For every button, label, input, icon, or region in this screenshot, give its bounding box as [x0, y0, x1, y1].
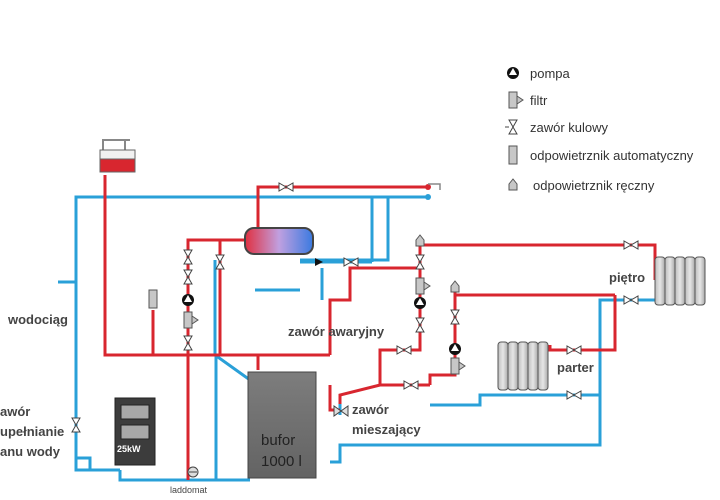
- legend-pump: pompa: [530, 66, 571, 81]
- ball-valve-icon: [566, 390, 582, 400]
- ball-valve-icon: [415, 254, 425, 270]
- water-supply-label: wodociąg: [7, 312, 68, 327]
- ball-valve-icon: [183, 269, 193, 285]
- laddomat-label: laddomat: [170, 485, 208, 495]
- ball-valve-icon: [415, 317, 425, 333]
- ball-valve-icon: [450, 309, 460, 325]
- auto-vent-icon: [148, 289, 158, 309]
- legend: pompa filtr zawór kulowy odpowietrznik a…: [505, 66, 694, 193]
- buffer-label-line2: 1000 l: [261, 453, 302, 470]
- ball-valve-icon: [505, 119, 518, 135]
- legend-manual-vent: odpowietrznik ręczny: [533, 178, 655, 193]
- ball-valve-icon: [623, 240, 639, 250]
- ball-valve-icon: [396, 345, 412, 355]
- ball-valve-icon: [623, 295, 639, 305]
- check-valve-icon: [315, 258, 323, 266]
- ball-valve-icon: [343, 257, 359, 267]
- radiator-ground-floor: [497, 341, 549, 391]
- ball-valve-icon: [566, 345, 582, 355]
- auto-vent-icon: [508, 145, 518, 165]
- radiator-upper-floor: [654, 256, 706, 306]
- mixing-valve-icon: [333, 405, 349, 417]
- manual-vent-icon: [415, 234, 425, 247]
- filter-icon: [450, 357, 466, 375]
- ball-valve-icon: [183, 335, 193, 351]
- boiler: 25kW: [114, 397, 156, 466]
- mixing-valve-label-1: zawór: [352, 402, 389, 417]
- manual-vent-icon: [450, 280, 460, 293]
- legend-auto-vent: odpowietrznik automatyczny: [530, 148, 694, 163]
- pump-icon: [182, 294, 194, 306]
- buffer-label-line1: bufor: [261, 432, 295, 449]
- filter-icon: [508, 91, 524, 109]
- buffer-tank: bufor 1000 l: [247, 371, 317, 479]
- emergency-valve-label: zawór awaryjny: [288, 324, 385, 339]
- ball-valve-icon: [278, 182, 294, 192]
- ball-valve-icon: [183, 249, 193, 265]
- manual-vent-icon: [508, 178, 518, 191]
- fill-valve-label-1: awór: [0, 404, 30, 419]
- ball-valve-icon: [403, 380, 419, 390]
- legend-ball-valve: zawór kulowy: [530, 120, 609, 135]
- ball-valve-icon: [215, 254, 225, 270]
- pump-icon: [414, 297, 426, 309]
- pump-icon: [507, 67, 519, 79]
- ball-valve-icon: [71, 417, 81, 433]
- fill-valve-label-2: upełnianie: [0, 424, 64, 439]
- ground-floor-label: parter: [557, 360, 594, 375]
- upper-floor-label: piętro: [609, 270, 645, 285]
- expansion-vessel: [99, 139, 136, 173]
- ball-valves: [71, 182, 639, 433]
- tap-outlets: [425, 183, 441, 200]
- heat-exchanger: [244, 227, 314, 255]
- pump-icon: [449, 343, 461, 355]
- laddomat-icon: [187, 466, 199, 478]
- boiler-power-label: 25kW: [117, 444, 141, 454]
- filter-icon: [183, 311, 199, 329]
- mixing-valve-label-2: mieszający: [352, 422, 421, 437]
- filter-icon: [415, 277, 431, 295]
- fill-valve-label-3: anu wody: [0, 444, 61, 459]
- legend-filter: filtr: [530, 93, 548, 108]
